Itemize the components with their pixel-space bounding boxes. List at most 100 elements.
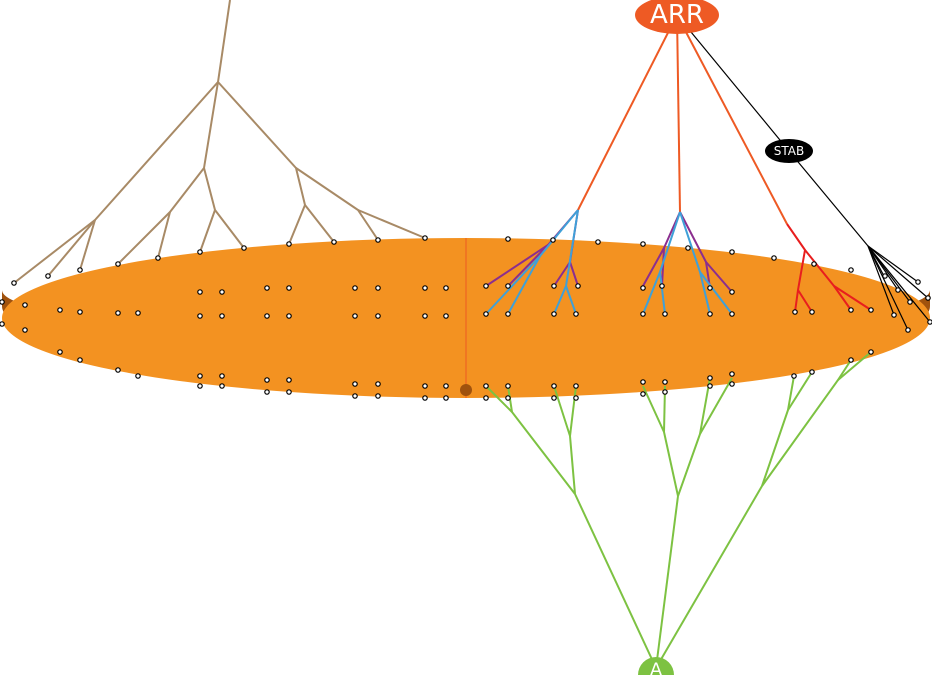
arr-node-label: ARR	[650, 0, 704, 30]
terminal-point	[882, 273, 888, 279]
terminal-point	[505, 311, 511, 317]
terminal-point	[219, 373, 225, 379]
terminal-point	[443, 285, 449, 291]
a-branch	[677, 377, 711, 497]
a-branch	[485, 385, 576, 495]
terminal-point	[483, 383, 489, 389]
terminal-point	[197, 249, 203, 255]
terminal-point	[707, 375, 713, 381]
terminal-point	[375, 313, 381, 319]
terminal-point	[868, 349, 874, 355]
terminal-point	[915, 279, 921, 285]
terminal-point	[135, 310, 141, 316]
terminal-point	[729, 289, 735, 295]
terminal-point	[505, 395, 511, 401]
terminal-point	[905, 327, 911, 333]
terminal-point	[219, 313, 225, 319]
terminal-point	[640, 379, 646, 385]
tan-branch	[47, 219, 96, 277]
terminal-point	[891, 312, 897, 318]
terminal-point	[551, 395, 557, 401]
a-branch	[787, 371, 813, 411]
terminal-point	[927, 319, 932, 325]
terminal-point	[848, 357, 854, 363]
stab-branch	[867, 245, 929, 299]
a-node-background	[638, 657, 674, 675]
tan-branch	[214, 209, 245, 249]
stab-node[interactable]: STAB	[765, 139, 813, 163]
stab-branch	[867, 245, 895, 316]
tan-branch	[117, 81, 219, 265]
terminal-point	[115, 261, 121, 267]
terminal-point	[286, 313, 292, 319]
terminal-point	[729, 371, 735, 377]
terminal-point	[352, 381, 358, 387]
terminal-point	[422, 313, 428, 319]
terminal-point	[422, 383, 428, 389]
red-branch	[833, 285, 872, 311]
terminal-point	[264, 285, 270, 291]
terminal-point	[505, 236, 511, 242]
terminal-point	[197, 289, 203, 295]
stab-node-label: STAB	[774, 144, 804, 158]
terminal-point	[197, 373, 203, 379]
terminal-point	[659, 283, 665, 289]
terminal-point	[286, 241, 292, 247]
terminal-point	[792, 309, 798, 315]
terminal-point	[848, 267, 854, 273]
arr-node[interactable]: ARR	[635, 0, 719, 34]
terminal-point	[505, 283, 511, 289]
blue-branch	[507, 255, 541, 315]
purple-branch	[507, 244, 549, 287]
a-node-label: A	[650, 660, 663, 675]
terminal-point	[286, 377, 292, 383]
terminal-point	[264, 377, 270, 383]
terminal-point	[286, 389, 292, 395]
terminal-point	[575, 283, 581, 289]
stab-node-background	[765, 139, 813, 163]
a-branch	[837, 351, 872, 381]
terminal-point	[662, 389, 668, 395]
terminal-point	[197, 313, 203, 319]
terminal-point	[551, 311, 557, 317]
terminal-point	[443, 395, 449, 401]
terminal-point	[729, 381, 735, 387]
a-branch	[642, 385, 679, 497]
tan-trunk	[217, 0, 231, 83]
terminal-point	[0, 299, 5, 305]
terminal-point	[895, 287, 901, 293]
terminal-point	[422, 395, 428, 401]
terminal-point	[907, 299, 913, 305]
terminal-point	[155, 255, 161, 261]
terminal-point	[791, 373, 797, 379]
terminal-point	[375, 393, 381, 399]
terminal-point	[573, 395, 579, 401]
purple-branch	[705, 261, 733, 293]
terminal-point	[811, 261, 817, 267]
terminal-point	[848, 307, 854, 313]
blue-branch	[659, 271, 666, 315]
blue-branch	[699, 271, 733, 315]
terminal-point	[505, 383, 511, 389]
terminal-point	[640, 241, 646, 247]
terminal-point	[264, 389, 270, 395]
terminal-point	[352, 285, 358, 291]
a-branch	[655, 485, 763, 669]
terminal-point	[241, 245, 247, 251]
tan-branch	[79, 219, 96, 271]
terminal-point	[483, 395, 489, 401]
a-branch	[574, 493, 657, 669]
terminal-point	[640, 285, 646, 291]
terminal-point	[573, 383, 579, 389]
terminal-point	[331, 239, 337, 245]
terminal-point	[22, 302, 28, 308]
purple-branch	[661, 247, 665, 287]
terminal-point	[45, 273, 51, 279]
tan-branch	[157, 211, 171, 259]
terminal-point	[77, 309, 83, 315]
a-node[interactable]: A	[638, 657, 674, 675]
purple-branch	[569, 261, 579, 287]
red-branch	[797, 289, 813, 313]
terminal-point	[219, 383, 225, 389]
